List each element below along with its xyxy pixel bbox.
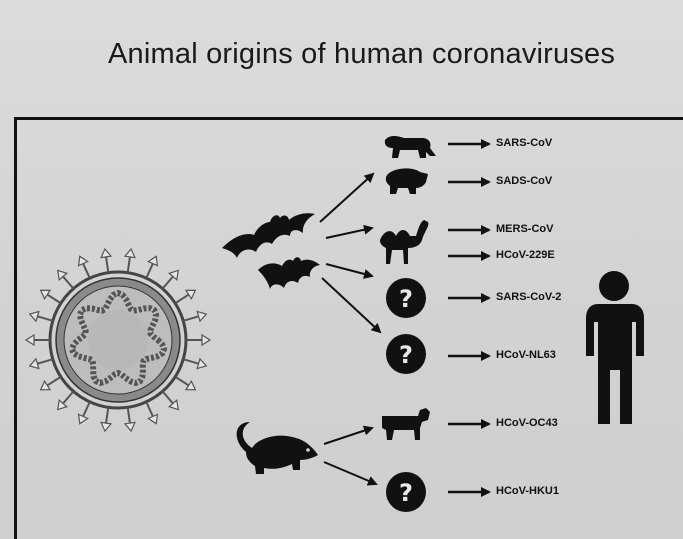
pig-icon bbox=[386, 168, 428, 194]
reservoir-arrows bbox=[320, 174, 380, 484]
virus-label: HCoV-OC43 bbox=[496, 417, 558, 429]
rat-icon bbox=[237, 422, 318, 474]
bat-icon bbox=[222, 213, 315, 258]
svg-text:?: ? bbox=[399, 479, 413, 507]
bat-icon bbox=[258, 257, 320, 289]
arrow bbox=[326, 228, 372, 238]
arrow bbox=[322, 278, 380, 332]
arrow bbox=[320, 174, 373, 222]
unknown-host-icon: ? bbox=[386, 472, 426, 512]
svg-text:?: ? bbox=[399, 285, 413, 313]
cow-icon bbox=[382, 408, 430, 440]
unknown-host-icon: ? bbox=[386, 278, 426, 318]
virus-label: SADS-CoV bbox=[496, 175, 552, 187]
civet-icon bbox=[385, 136, 436, 158]
virus-label: HCoV-229E bbox=[496, 249, 555, 261]
coronavirus-icon bbox=[26, 249, 210, 431]
virus-label: MERS-CoV bbox=[496, 223, 553, 235]
camel-icon bbox=[380, 220, 428, 264]
virus-label: SARS-CoV-2 bbox=[496, 291, 561, 303]
virus-label: SARS-CoV bbox=[496, 137, 552, 149]
virus-label: HCoV-HKU1 bbox=[496, 485, 559, 497]
arrow bbox=[324, 462, 376, 484]
virus-label: HCoV-NL63 bbox=[496, 349, 556, 361]
arrow bbox=[326, 264, 372, 276]
arrow bbox=[324, 428, 372, 444]
svg-text:?: ? bbox=[399, 341, 413, 369]
unknown-host-icon: ? bbox=[386, 334, 426, 374]
human-icon bbox=[586, 271, 644, 424]
host-arrows bbox=[448, 144, 489, 492]
